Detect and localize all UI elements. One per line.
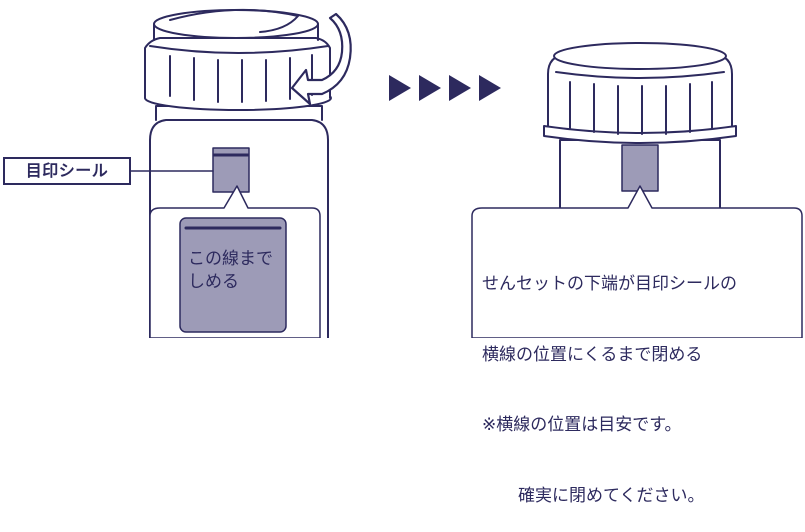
left-cap bbox=[144, 8, 332, 111]
note-line-3: ※横線の位置は目安です。 bbox=[482, 415, 682, 435]
zoom-instruction-line2: しめる bbox=[188, 272, 239, 292]
zoom-instruction-line1: この線まで bbox=[188, 249, 273, 269]
right-seal bbox=[621, 144, 659, 192]
right-cap bbox=[543, 42, 737, 144]
note-callout bbox=[471, 185, 803, 338]
zoom-instruction: この線まで しめる bbox=[188, 248, 288, 294]
left-bottle-body bbox=[149, 119, 329, 338]
arrow-1 bbox=[389, 75, 411, 101]
note-line-4: 確実に閉めてください。 bbox=[518, 485, 705, 506]
zoom-seal bbox=[179, 217, 287, 333]
note-line-2: 横線の位置にくるまで閉める bbox=[482, 344, 703, 365]
rotate-arrow-icon bbox=[290, 12, 352, 106]
arrow-4 bbox=[479, 75, 501, 101]
seal-label: 目印シール bbox=[3, 157, 131, 185]
arrow-2 bbox=[419, 75, 441, 101]
closing-note: せんセットの下端が目印シールの 横線の位置にくるまで閉める ※横線の位置は目安で… bbox=[482, 226, 802, 532]
progress-arrows bbox=[389, 75, 501, 101]
note-line-1: せんセットの下端が目印シールの bbox=[482, 274, 737, 294]
diagram-canvas bbox=[130, 8, 803, 338]
arrow-3 bbox=[449, 75, 471, 101]
